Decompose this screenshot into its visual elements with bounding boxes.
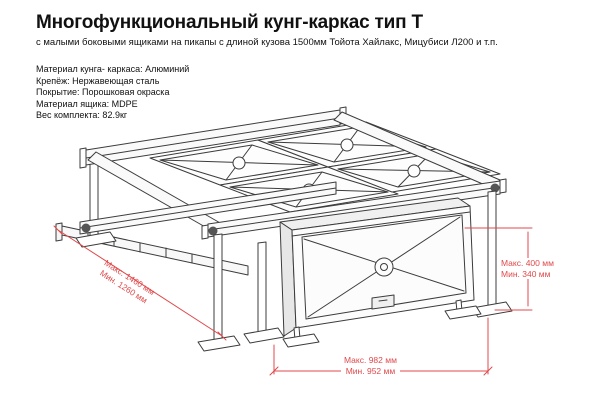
page-subtitle: с малыми боковыми ящиками на пикапы с дл… — [36, 37, 498, 48]
front-left-leg — [197, 233, 241, 352]
dimension-height-label: Макс. 400 мм Мин. 340 мм — [499, 258, 556, 279]
toolbox-feet — [282, 299, 482, 348]
dimension-width-min: Мин. 952 мм — [345, 365, 396, 376]
dimension-length-lines — [53, 225, 227, 341]
spec-weight: Вес комплекта: 82.9кг — [36, 110, 128, 120]
mid-front-rail — [79, 181, 337, 235]
dimension-height-min: Мин. 340 мм — [501, 268, 551, 279]
side-toolbox — [279, 197, 475, 337]
dimension-width-max: Макс. 982 мм — [344, 355, 397, 365]
mid-left-leg — [243, 241, 285, 344]
dimension-width-label: Макс. 982 мм Мин. 952 мм — [341, 355, 400, 376]
header: Многофункциональный кунг-каркас тип Т с … — [36, 12, 576, 49]
spec-coating: Покрытие: Порошковая окраска — [36, 87, 170, 97]
dimension-height-max: Макс. 400 мм — [501, 258, 554, 268]
page-title: Многофункциональный кунг-каркас тип Т — [36, 12, 423, 33]
front-right-leg — [471, 190, 513, 318]
spec-box-material: Материал ящика: MDPE — [36, 98, 138, 109]
spec-frame-material: Материал кунга- каркаса: Алюминий — [36, 64, 190, 74]
spec-list: Материал кунга- каркаса: Алюминий Крепёж… — [36, 64, 189, 122]
spec-fasteners: Крепёж: Нержавеющая сталь — [36, 75, 160, 86]
